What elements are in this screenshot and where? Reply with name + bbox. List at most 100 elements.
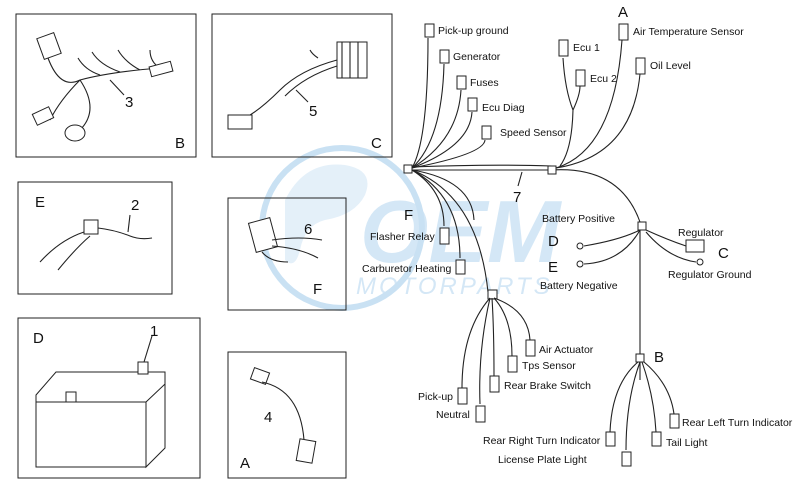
panel-d: 1 D: [17, 317, 201, 479]
label-neutral: Neutral: [436, 409, 470, 421]
harness-3-ring-terminal: [64, 124, 86, 142]
part-5-number: 5: [309, 103, 317, 120]
main-harness: 7 Pick-up ground Generator Fuses Ecu Dia…: [362, 4, 793, 467]
branch-ecu-diag: [411, 111, 473, 169]
harness-2-wire: [39, 214, 153, 271]
trunk-wire-2: [411, 164, 553, 168]
branch-pickup: [461, 297, 491, 389]
connector-speed-sensor: [481, 125, 492, 140]
panel-c: 5 C: [211, 13, 393, 158]
harness-6-relay: [247, 217, 279, 253]
panel-a: 4 A: [227, 351, 347, 479]
harness-6-wire: [261, 237, 323, 263]
panel-a-frame: [227, 351, 347, 479]
panel-d-frame: [17, 317, 201, 479]
branch-tps: [493, 297, 513, 357]
trunk-connector-right: [637, 221, 647, 231]
panel-f-letter: F: [313, 281, 322, 298]
watermark-globe-land: [285, 164, 368, 264]
connector-ecu-diag: [467, 97, 478, 112]
branch-license-plate: [625, 361, 641, 451]
branch-carb-heating: [411, 169, 461, 259]
panel-b-letter: B: [175, 135, 185, 152]
harness-letter-f: F: [404, 207, 413, 224]
part-2-number: 2: [131, 197, 139, 214]
label-tps-sensor: Tps Sensor: [522, 360, 576, 372]
harness-letter-a: A: [618, 4, 628, 21]
part-5-leader: [295, 89, 309, 103]
part-6-number: 6: [304, 221, 312, 238]
label-rear-brake-switch: Rear Brake Switch: [504, 380, 591, 392]
part-3-leader: [109, 79, 125, 96]
connector-fuses: [456, 75, 467, 90]
branch-oil-level: [555, 73, 641, 169]
branch-rear-brake: [491, 297, 495, 377]
connector-carb-heating: [455, 259, 466, 275]
connector-oil-level: [635, 57, 646, 75]
label-tail-light: Tail Light: [666, 437, 708, 449]
label-ecu1: Ecu 1: [573, 42, 600, 54]
connector-pickup: [457, 387, 468, 405]
branch-air-actuator: [493, 297, 531, 341]
label-carburetor-heating: Carburetor Heating: [362, 263, 451, 275]
panel-d-letter: D: [33, 330, 44, 347]
branch-to-sensors: [411, 169, 489, 293]
connector-rear-right-turn: [605, 431, 616, 447]
connector-rear-left-turn: [669, 413, 680, 429]
panel-f: 6 F: [227, 197, 347, 311]
connector-ecu2: [575, 69, 586, 87]
harness-letter-c: C: [718, 245, 729, 262]
part-1-number: 1: [150, 323, 158, 340]
trunk-connector-b: [635, 353, 645, 363]
harness-5-connector: [227, 114, 253, 130]
branch-regulator-ground: [645, 231, 697, 263]
part-1-leader: [143, 335, 153, 363]
label-air-temp: Air Temperature Sensor: [633, 26, 744, 38]
battery-terminal-pos: [137, 361, 149, 375]
harness-3-wire: [47, 49, 161, 131]
part-7-number: 7: [513, 189, 521, 206]
panel-e-letter: E: [35, 194, 45, 211]
label-battery-negative: Battery Negative: [540, 280, 618, 292]
trunk-connector-mid: [547, 165, 557, 175]
label-battery-positive: Battery Positive: [542, 213, 615, 225]
terminal-battery-positive: [576, 242, 584, 250]
harness-5-wire: [244, 49, 338, 119]
panel-e-frame: [17, 181, 173, 295]
terminal-battery-negative: [576, 260, 584, 268]
part-3-number: 3: [125, 94, 133, 111]
panel-c-frame: [211, 13, 393, 158]
panel-f-frame: [227, 197, 347, 311]
harness-4-wire: [261, 381, 305, 441]
connector-air-temp: [618, 23, 629, 41]
label-pickup: Pick-up: [418, 391, 453, 403]
branch-rear-right-turn: [609, 361, 639, 433]
label-flasher-relay: Flasher Relay: [370, 231, 436, 243]
battery-terminal-neg: [65, 391, 77, 403]
harness-3-connector-b: [148, 60, 174, 78]
connector-ecu1: [558, 39, 569, 57]
label-regulator: Regulator: [678, 227, 724, 239]
connector-tps: [507, 355, 518, 373]
branch-rear-left-turn: [643, 361, 675, 415]
connector-sensors-hub: [487, 289, 498, 300]
harness-2-relay: [83, 219, 99, 235]
label-regulator-ground: Regulator Ground: [668, 269, 752, 281]
connector-flasher: [439, 227, 450, 245]
panel-a-letter: A: [240, 455, 250, 472]
label-rear-left-turn: Rear Left Turn Indicator: [682, 417, 793, 429]
branch-generator: [411, 63, 445, 169]
panel-b: 3 B: [15, 13, 197, 158]
branch-air-temp: [555, 39, 623, 169]
panel-b-frame: [15, 13, 197, 158]
connector-air-actuator: [525, 339, 536, 357]
branch-pickup-ground: [411, 37, 429, 169]
label-license-plate: License Plate Light: [498, 454, 587, 466]
label-ecu2: Ecu 2: [590, 73, 617, 85]
trunk-connector-left: [403, 164, 413, 174]
harness-letter-e: E: [548, 259, 558, 276]
label-pickup-ground: Pick-up ground: [438, 25, 509, 37]
branch-fuses: [411, 89, 462, 169]
branch-tail-light: [641, 361, 657, 433]
